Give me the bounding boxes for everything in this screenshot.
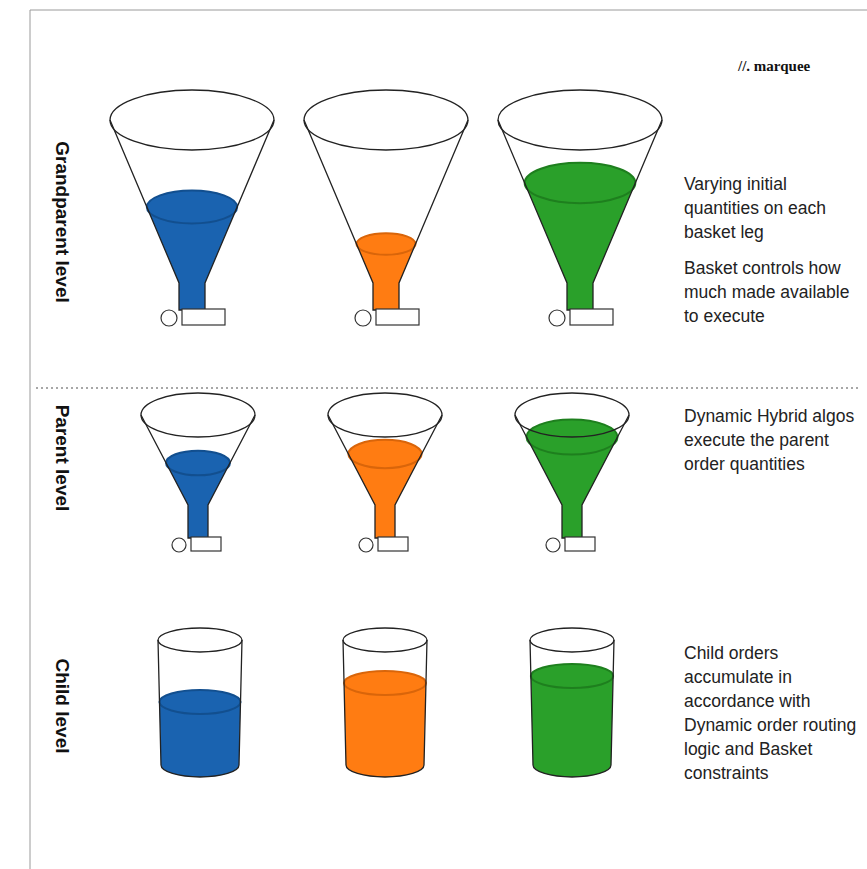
valve-knob	[161, 310, 177, 326]
valve-body	[376, 309, 419, 325]
brand-logo: //. marquee	[738, 58, 810, 75]
valve-body	[182, 309, 225, 325]
valve-body	[191, 537, 221, 551]
liquid-surface	[356, 233, 415, 255]
level-label: Grandparent level	[51, 141, 73, 303]
valve-knob	[355, 310, 371, 326]
valve-body	[378, 537, 408, 551]
liquid-surface	[531, 664, 613, 688]
level-label: Parent level	[51, 405, 73, 512]
frame-line	[30, 10, 867, 11]
level-label: Child level	[51, 658, 73, 753]
valve-knob	[172, 538, 186, 552]
liquid-surface	[348, 440, 421, 468]
funnel-rim	[110, 90, 274, 150]
liquid-surface	[525, 163, 636, 203]
valve-body	[570, 309, 613, 325]
liquid-surface	[159, 690, 240, 714]
note-text: Dynamic Hybrid algos execute the parent …	[684, 404, 862, 476]
funnel-rim	[328, 393, 442, 437]
cup-outline	[530, 640, 614, 777]
note-text: Varying initial quantities on each baske…	[684, 172, 862, 244]
frame-line	[30, 10, 31, 869]
funnel-rim	[304, 90, 468, 150]
funnel-rim	[515, 393, 629, 437]
liquid	[531, 676, 613, 777]
note-text: Basket controls how much made available …	[684, 256, 862, 328]
funnel-outline	[141, 415, 255, 538]
funnel-rim	[498, 90, 662, 150]
liquid	[344, 683, 426, 777]
divider-line	[36, 387, 860, 389]
valve-knob	[549, 310, 565, 326]
funnel-outline	[110, 120, 274, 310]
liquid-surface	[166, 451, 230, 476]
cup-rim	[530, 628, 614, 652]
valve-knob	[359, 538, 373, 552]
funnel-outline	[515, 415, 629, 538]
cup-outline	[158, 640, 242, 777]
funnel-outline	[304, 120, 468, 310]
valve-knob	[546, 538, 560, 552]
liquid-surface	[147, 190, 237, 223]
valve-body	[565, 537, 595, 551]
liquid-surface	[344, 671, 426, 695]
funnel-rim	[141, 393, 255, 437]
cup-rim	[158, 628, 242, 652]
cup-outline	[343, 640, 427, 777]
funnel-outline	[328, 415, 442, 538]
funnel-outline	[498, 120, 662, 310]
note-text: Child orders accumulate in accordance wi…	[684, 641, 862, 785]
cup-rim	[343, 628, 427, 652]
